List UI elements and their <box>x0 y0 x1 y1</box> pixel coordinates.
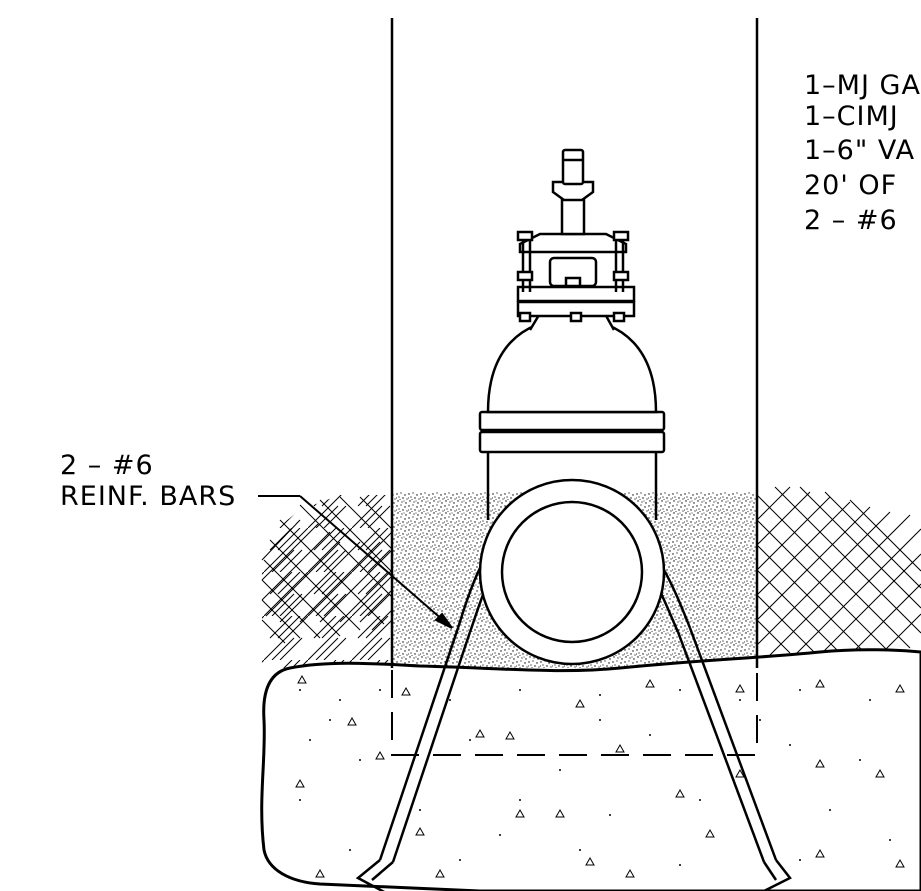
native-soil-hatch-right <box>756 486 921 656</box>
materials-list-item: 1–CIMJ <box>804 101 899 132</box>
materials-list-item: 1–MJ GA <box>804 70 921 101</box>
materials-list-item: 2 – #6 <box>804 205 898 236</box>
materials-list-item: 20' OF <box>804 170 898 201</box>
water-main-pipe <box>478 478 666 666</box>
native-soil-hatch-left <box>261 495 393 668</box>
callout-bar-label: REINF. BARS <box>60 481 237 512</box>
trench-walls <box>390 18 759 668</box>
concrete-thrust-block <box>260 648 921 891</box>
materials-list-item: 1–6" VA <box>804 135 916 166</box>
callout-bar-count: 2 – #6 <box>60 450 154 481</box>
gate-valve <box>478 148 666 520</box>
callout-leader <box>258 495 453 629</box>
